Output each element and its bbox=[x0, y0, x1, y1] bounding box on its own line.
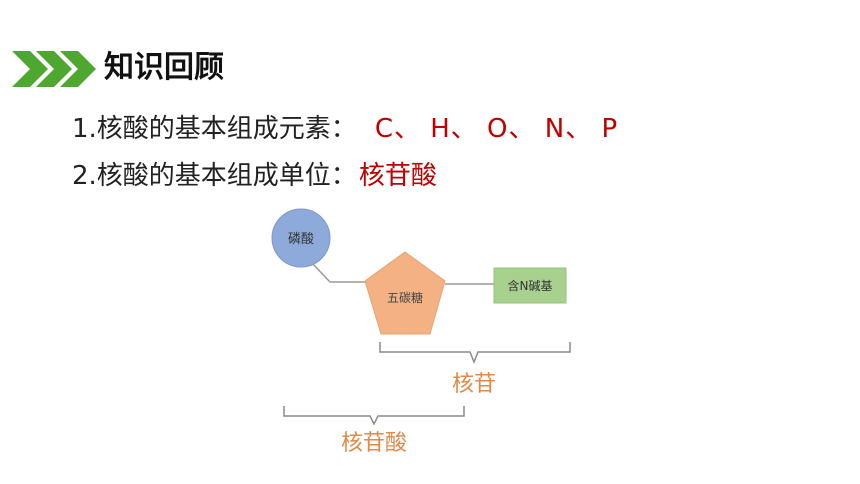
sugar-label: 五碳糖 bbox=[387, 290, 423, 305]
base-label: 含N碱基 bbox=[508, 278, 553, 293]
content-line-elements: 1.核酸的基本组成元素： C、 H、 O、 N、 P bbox=[72, 111, 618, 147]
phosphate-circle bbox=[271, 208, 331, 268]
nucleotide-brace bbox=[283, 406, 465, 426]
unit-label: 2.核酸的基本组成单位： bbox=[72, 161, 357, 191]
unit-answer: 核苷酸 bbox=[358, 161, 437, 191]
base-rect bbox=[493, 267, 567, 304]
elements-label: 1.核酸的基本组成元素： bbox=[72, 114, 357, 144]
nucleoside-label: 核苷 bbox=[452, 372, 496, 397]
section-title: 知识回顾 bbox=[104, 50, 224, 85]
nucleoside-brace bbox=[379, 342, 571, 365]
nucleotide-label: 核苷酸 bbox=[341, 431, 407, 456]
elements-answer: C、 H、 O、 N、 P bbox=[374, 114, 619, 144]
content-line-unit: 2.核酸的基本组成单位：核苷酸 bbox=[72, 158, 437, 194]
chevron-right-icon bbox=[12, 51, 96, 87]
sugar-pentagon bbox=[364, 251, 446, 335]
phosphate-connector bbox=[310, 261, 331, 283]
phosphate-label: 磷酸 bbox=[288, 232, 314, 247]
